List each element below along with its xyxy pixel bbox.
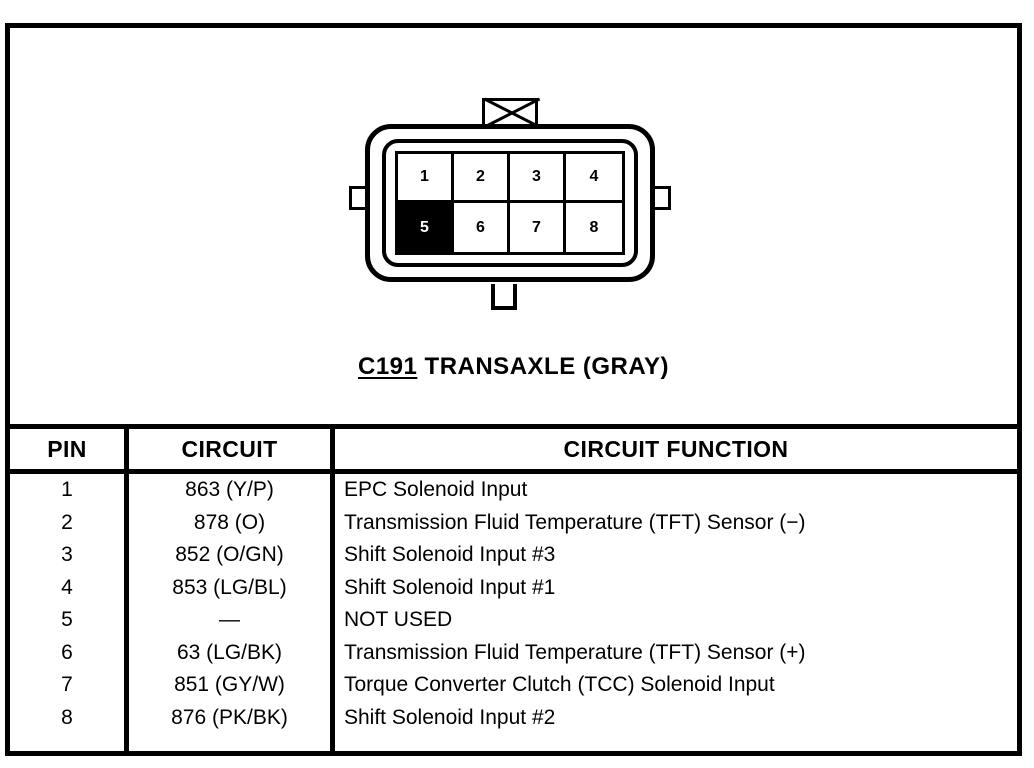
pin-grid: 1 2 3 4 5 6 7 8 [395, 151, 625, 255]
pin-table: PIN CIRCUIT CIRCUIT FUNCTION 1 863 (Y/P)… [10, 424, 1017, 751]
cell-pin: 3 [61, 543, 73, 567]
table-row: 8 876 (PK/BK) Shift Solenoid Input #2 [10, 702, 1017, 735]
connector-name: TRANSAXLE (GRAY) [417, 353, 669, 380]
table-row: 5 — NOT USED [10, 604, 1017, 637]
column-header-pin: PIN [47, 436, 87, 462]
cell-circuit-function: Torque Converter Clutch (TCC) Solenoid I… [344, 673, 775, 697]
pin-cell-4[interactable]: 4 [566, 154, 622, 203]
pin-cell-7[interactable]: 7 [510, 203, 566, 252]
table-row: 4 853 (LG/BL) Shift Solenoid Input #1 [10, 572, 1017, 605]
cell-pin: 7 [61, 673, 73, 697]
table-header-rule [10, 469, 1017, 474]
table-divider-pin-circuit [124, 424, 129, 751]
pin-cell-1[interactable]: 1 [398, 154, 454, 203]
table-row: 1 863 (Y/P) EPC Solenoid Input [10, 474, 1017, 507]
cell-circuit: 851 (GY/W) [174, 673, 285, 697]
cell-pin: 8 [61, 705, 73, 729]
table-row: 2 878 (O) Transmission Fluid Temperature… [10, 507, 1017, 540]
pin-cell-3[interactable]: 3 [510, 154, 566, 203]
cell-circuit-function: EPC Solenoid Input [344, 478, 528, 502]
connector-code: C191 [357, 353, 418, 380]
pin-cell-8[interactable]: 8 [566, 203, 622, 252]
table-divider-circuit-function [330, 424, 335, 751]
cell-circuit: 853 (LG/BL) [172, 575, 287, 599]
table-body: 1 863 (Y/P) EPC Solenoid Input 2 878 (O)… [10, 474, 1017, 734]
cell-pin: 5 [61, 608, 73, 632]
cell-pin: 2 [61, 510, 73, 534]
cell-circuit: 852 (O/GN) [175, 543, 284, 567]
column-header-circuit: CIRCUIT [181, 436, 278, 462]
cell-circuit-function: Transmission Fluid Temperature (TFT) Sen… [344, 510, 806, 534]
cell-circuit: 63 (LG/BK) [176, 640, 283, 664]
cell-circuit-function: Shift Solenoid Input #2 [344, 705, 556, 729]
column-header-circuit-function: CIRCUIT FUNCTION [563, 436, 789, 462]
connector-diagram: 1 2 3 4 5 6 7 8 C191 TRANSAXLE (GRAY) [10, 28, 1017, 403]
pin-cell-2[interactable]: 2 [454, 154, 510, 203]
cell-circuit: 863 (Y/P) [185, 478, 274, 502]
table-top-rule [10, 424, 1017, 429]
page-frame: 1 2 3 4 5 6 7 8 C191 TRANSAXLE (GRAY) PI… [5, 23, 1022, 756]
cell-circuit: 876 (PK/BK) [171, 705, 288, 729]
connector-caption: C191 TRANSAXLE (GRAY) [10, 353, 1017, 381]
cell-circuit-function: Transmission Fluid Temperature (TFT) Sen… [344, 640, 806, 664]
table-row: 7 851 (GY/W) Torque Converter Clutch (TC… [10, 669, 1017, 702]
cell-circuit: 878 (O) [193, 510, 266, 534]
connector-body: 1 2 3 4 5 6 7 8 [349, 98, 671, 310]
cell-pin: 1 [61, 478, 73, 502]
bottom-locking-tab-icon [491, 284, 517, 310]
cell-circuit-function: Shift Solenoid Input #1 [344, 575, 556, 599]
table-row: 6 63 (LG/BK) Transmission Fluid Temperat… [10, 637, 1017, 670]
pin-cell-6[interactable]: 6 [454, 203, 510, 252]
cell-circuit-function: NOT USED [344, 608, 453, 632]
cell-pin: 6 [61, 640, 73, 664]
cell-circuit: — [219, 608, 240, 632]
cell-circuit-function: Shift Solenoid Input #3 [344, 543, 556, 567]
cell-pin: 4 [61, 575, 73, 599]
table-row: 3 852 (O/GN) Shift Solenoid Input #3 [10, 539, 1017, 572]
pin-cell-5[interactable]: 5 [398, 203, 454, 252]
